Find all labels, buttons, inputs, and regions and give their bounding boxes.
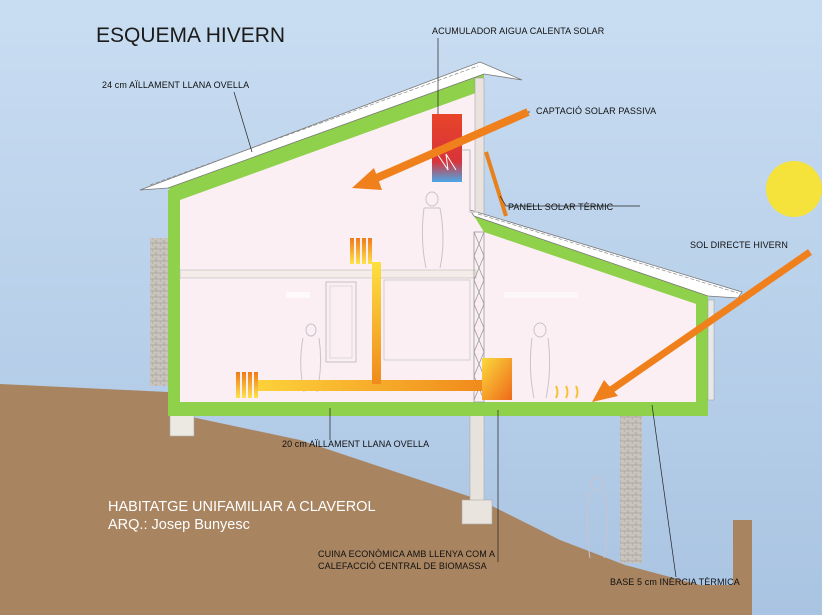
direct-sun-arrow (592, 249, 812, 402)
label-stove-line1: CUINA ECONÒMICA AMB LLENYA COM A (318, 549, 496, 559)
floor-heat-marks (555, 385, 579, 399)
right-support-column (620, 415, 642, 563)
wall-insulation-right (696, 296, 708, 416)
intermediate-floor (179, 269, 477, 279)
label-stove-line2: CALEFACCIÓ CENTRAL DE BIOMASSA (318, 561, 487, 571)
heating-pipe-vertical (372, 262, 381, 384)
passive-gain-arrow (352, 108, 530, 190)
label-thermal-panel: PANELL SOLAR TÈRMIC (508, 202, 614, 212)
heating-pipe-horizontal (256, 380, 484, 391)
right-window-frame (707, 299, 715, 401)
accumulator-pipe (462, 149, 478, 213)
roof-insulation-left (168, 74, 484, 200)
left-footing (169, 413, 195, 437)
roof-tiles-left (139, 61, 523, 191)
radiator-upper (350, 238, 372, 264)
wall-insulation-left (168, 190, 180, 414)
label-passive-capture: CAPTACIÓ SOLAR PASSIVA (536, 106, 657, 116)
project-architect: ARQ.: Josep Bunyesc (108, 517, 250, 533)
leader-lines (233, 38, 677, 578)
roof-insulation-right (474, 216, 708, 308)
label-direct-sun: SOL DIRECTE HIVERN (690, 240, 788, 250)
diagram-title: ESQUEMA HIVERN (96, 24, 286, 47)
house-interior (176, 86, 700, 402)
partition-bracing (473, 231, 485, 403)
interior-window (383, 279, 471, 361)
biomass-stove (482, 358, 512, 400)
ground-terrain (0, 384, 752, 615)
interior-door (325, 281, 357, 363)
thermal-solar-panel (484, 151, 508, 217)
center-wall (474, 77, 485, 219)
center-footing (461, 499, 493, 525)
center-pillar (469, 414, 485, 506)
label-thermal-base: BASE 5 cm INÈRCIA TÈRMICA (610, 577, 740, 587)
sun-icon (766, 161, 822, 217)
left-stone-wall (150, 238, 169, 386)
label-solar-accumulator: ACUMULADOR AIGUA CALENTA SOLAR (432, 26, 605, 36)
label-roof-insulation: 24 cm AÏLLAMENT LLANA OVELLA (102, 80, 250, 90)
label-floor-insulation: 20 cm AÏLLAMENT LLANA OVELLA (282, 439, 430, 449)
radiator-lower (236, 372, 258, 398)
floor-insulation (168, 402, 708, 416)
project-name: HABITATGE UNIFAMILIAR A CLAVEROL (108, 499, 376, 515)
